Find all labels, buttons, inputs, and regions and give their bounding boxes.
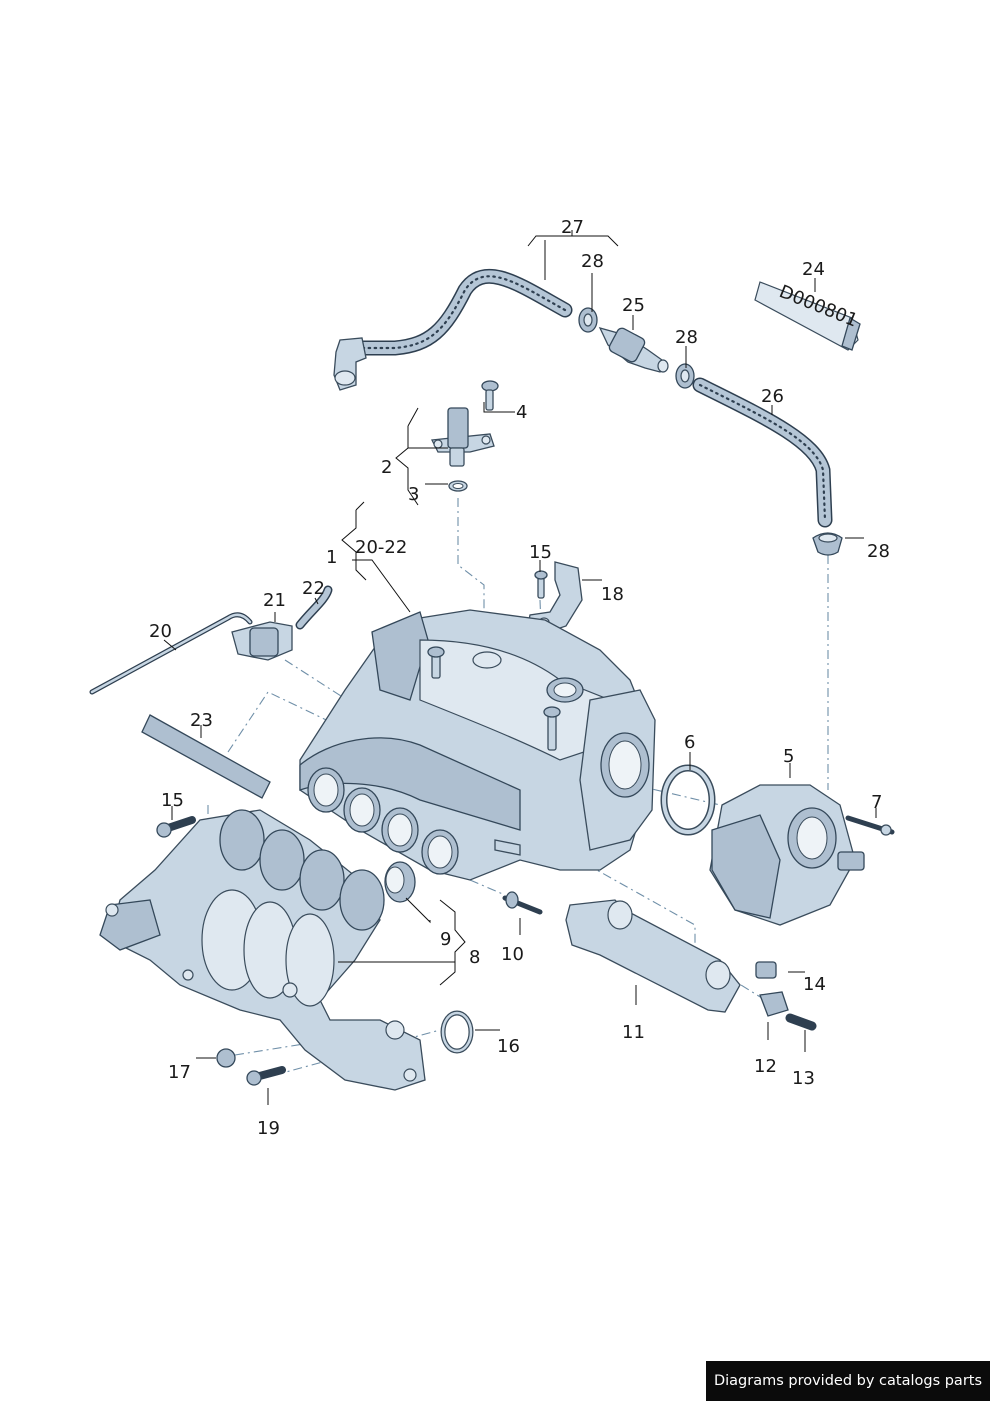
callout-7: 7 bbox=[871, 792, 882, 813]
callout-28-b: 28 bbox=[675, 327, 698, 348]
callout-14: 14 bbox=[803, 974, 826, 995]
callout-8: 8 bbox=[469, 947, 480, 968]
breather-hose bbox=[333, 268, 573, 391]
callout-17: 17 bbox=[168, 1062, 191, 1083]
callout-3: 3 bbox=[408, 484, 419, 505]
gasket-strip bbox=[141, 714, 271, 799]
sealant-tube: D000801 bbox=[754, 281, 861, 351]
callout-1: 1 bbox=[326, 547, 337, 568]
callout-22: 22 bbox=[302, 578, 325, 599]
throttle-body bbox=[709, 784, 895, 926]
support-bracket bbox=[565, 899, 741, 1013]
callout-20-22: 20-22 bbox=[355, 537, 407, 558]
callout-10: 10 bbox=[501, 944, 524, 965]
small-fasteners bbox=[156, 816, 817, 1086]
callout-9: 9 bbox=[440, 929, 451, 950]
lower-manifold bbox=[99, 809, 426, 1091]
callout-2: 2 bbox=[381, 457, 392, 478]
check-valve bbox=[598, 326, 669, 373]
callout-labels: 27 28 25 28 24 26 28 4 2 3 1 20-22 15 18… bbox=[149, 217, 890, 1139]
callout-28-a: 28 bbox=[581, 251, 604, 272]
callout-21: 21 bbox=[263, 590, 286, 611]
callout-12: 12 bbox=[754, 1056, 777, 1077]
callout-11: 11 bbox=[622, 1022, 645, 1043]
callout-15-a: 15 bbox=[529, 542, 552, 563]
callout-25: 25 bbox=[622, 295, 645, 316]
callout-13: 13 bbox=[792, 1068, 815, 1089]
vacuum-hose bbox=[692, 377, 833, 528]
callout-23: 23 bbox=[190, 710, 213, 731]
callout-6: 6 bbox=[684, 732, 695, 753]
pressure-sensor bbox=[430, 380, 499, 492]
callout-20: 20 bbox=[149, 621, 172, 642]
callout-26: 26 bbox=[761, 386, 784, 407]
hose-clamp bbox=[578, 307, 843, 556]
o-ring bbox=[660, 764, 716, 836]
intake-manifold bbox=[299, 609, 656, 881]
callout-leaders bbox=[163, 230, 877, 1105]
callout-27: 27 bbox=[561, 217, 584, 238]
vacuum-line-assembly bbox=[89, 585, 333, 695]
callout-4: 4 bbox=[516, 402, 527, 423]
callout-24: 24 bbox=[802, 259, 825, 280]
callout-16: 16 bbox=[497, 1036, 520, 1057]
callout-19: 18 bbox=[601, 584, 624, 605]
attribution-banner: Diagrams provided by catalogs parts bbox=[706, 1361, 990, 1401]
callout-15-b: 15 bbox=[161, 790, 184, 811]
callout-28-c: 28 bbox=[867, 541, 890, 562]
callout-5: 5 bbox=[783, 746, 794, 767]
callout-18: 19 bbox=[257, 1118, 280, 1139]
attribution-text: Diagrams provided by catalogs parts bbox=[713, 1373, 983, 1389]
